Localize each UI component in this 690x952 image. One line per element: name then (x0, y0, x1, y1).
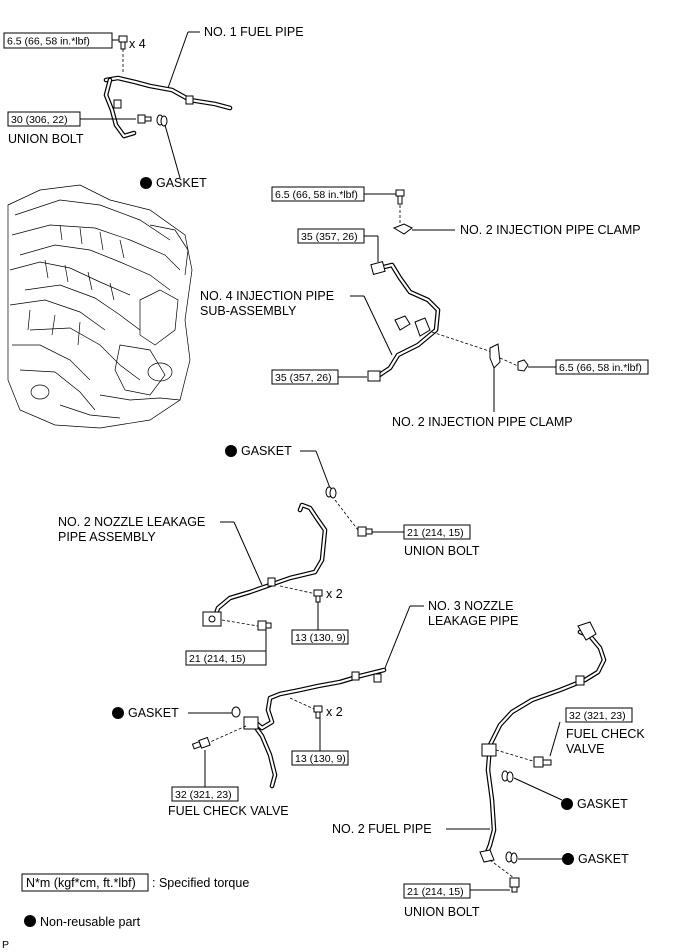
torque-box-13-b (291, 750, 349, 766)
label-no1-fuel-pipe: NO. 1 FUEL PIPE (204, 25, 304, 39)
engine-illustration (7, 184, 193, 429)
label-gasket: GASKET (241, 444, 292, 458)
gasket-icon (231, 706, 241, 718)
label-no2-nozzle-leakage-l2: PIPE ASSEMBLY (58, 530, 156, 544)
label-fuel-check-valve-right-l1: FUEL CHECK (566, 727, 645, 741)
torque-box-21-b (185, 650, 267, 666)
label-union-bolt: UNION BOLT (404, 544, 480, 558)
non-reusable-dot (112, 707, 124, 719)
gasket-icon (156, 114, 168, 127)
bolt-icon (313, 705, 323, 719)
torque-box-21-a (403, 524, 471, 540)
label-no3-nozzle-leakage-l2: LEAKAGE PIPE (428, 614, 518, 628)
non-reusable-dot (24, 915, 36, 927)
fitting-icon (577, 621, 597, 641)
legend-torque-desc: : Specified torque (152, 876, 249, 890)
legend: N*m (kgf*cm, ft.*lbf) : Specified torque… (21, 873, 249, 929)
footer-code: P (2, 939, 9, 951)
label-no2-fuel-pipe: NO. 2 FUEL PIPE (332, 822, 432, 836)
torque-value: 21 (214, 15) (407, 886, 464, 898)
gasket-icon (325, 486, 337, 499)
torque-value: 6.5 (66, 58 in.*lbf) (275, 189, 358, 201)
torque-value: 35 (357, 26) (275, 372, 332, 384)
legend-non-reusable: Non-reusable part (40, 915, 141, 929)
clamp-icon (489, 343, 501, 369)
bolt-icon (395, 189, 405, 205)
torque-value: 21 (214, 15) (189, 653, 246, 665)
label-fuel-check-valve-left: FUEL CHECK VALVE (168, 804, 289, 818)
torque-value: 32 (321, 23) (175, 789, 232, 801)
torque-box-32-a (171, 786, 239, 802)
torque-value: 6.5 (66, 58 in.*lbf) (7, 36, 90, 48)
torque-value: 35 (357, 26) (301, 231, 358, 243)
torque-value: 21 (214, 15) (407, 527, 464, 539)
nut-icon (517, 359, 529, 372)
torque-box-21-c (403, 883, 471, 899)
union-bolt-icon (509, 877, 520, 893)
no2-fuel-pipe-group: 32 (321, 23) FUEL CHECK VALVE GASKET NO.… (332, 621, 645, 919)
torque-value: 30 (306, 22) (11, 114, 68, 126)
check-valve-icon (533, 756, 552, 768)
union-bolt-icon (357, 526, 373, 537)
union-bolt-icon (257, 620, 272, 631)
torque-value: 32 (321, 23) (569, 710, 626, 722)
quantity-x2: x 2 (326, 587, 343, 601)
label-no3-nozzle-leakage-l1: NO. 3 NOZZLE (428, 599, 513, 613)
torque-box-6.5-c (555, 359, 649, 375)
gasket-icon (505, 851, 518, 864)
no1-fuel-pipe-group: 6.5 (66, 58 in.*lbf) x 4 NO. 1 FUEL PIPE… (3, 25, 304, 190)
torque-value: 13 (130, 9) (295, 632, 346, 644)
bolt-icon (118, 35, 128, 50)
torque-box-13-a (291, 629, 349, 645)
label-gasket: GASKET (156, 176, 207, 190)
banjo-fitting-icon (243, 716, 259, 730)
label-union-bolt: UNION BOLT (8, 132, 84, 146)
quantity-x2: x 2 (326, 705, 343, 719)
no2-nozzle-leakage-group: GASKET 21 (214, 15) UNION BOLT NO. 2 NOZ… (58, 444, 480, 666)
clamp-icon (392, 223, 413, 235)
torque-box-32-b (565, 707, 633, 723)
non-reusable-dot (562, 853, 574, 865)
union-bolt-icon (137, 114, 152, 124)
label-gasket: GASKET (128, 706, 179, 720)
no3-nozzle-leakage-group: NO. 3 NOZZLE LEAKAGE PIPE GASKET x 2 13 … (112, 599, 518, 818)
non-reusable-dot (225, 445, 237, 457)
bolt-icon (313, 589, 323, 603)
label-no4-injection-pipe-l1: NO. 4 INJECTION PIPE (200, 289, 334, 303)
legend-torque-box (21, 873, 149, 892)
non-reusable-dot (140, 177, 152, 189)
label-gasket: GASKET (578, 852, 629, 866)
legend-torque-unit: N*m (kgf*cm, ft.*lbf) (26, 876, 136, 890)
label-gasket: GASKET (577, 797, 628, 811)
banjo-fitting-icon (481, 743, 497, 757)
quantity-x4: x 4 (129, 37, 146, 51)
label-union-bolt: UNION BOLT (404, 905, 480, 919)
torque-value: 6.5 (66, 58 in.*lbf) (559, 362, 642, 374)
label-no2-injection-pipe-clamp-bottom: NO. 2 INJECTION PIPE CLAMP (392, 415, 573, 429)
check-valve-icon (191, 736, 211, 750)
gasket-icon (501, 770, 514, 783)
label-no4-injection-pipe-l2: SUB-ASSEMBLY (200, 304, 297, 318)
label-no2-injection-pipe-clamp-top: NO. 2 INJECTION PIPE CLAMP (460, 223, 641, 237)
torque-value: 13 (130, 9) (295, 753, 346, 765)
non-reusable-dot (561, 798, 573, 810)
label-no2-nozzle-leakage-l1: NO. 2 NOZZLE LEAKAGE (58, 515, 205, 529)
label-fuel-check-valve-right-l2: VALVE (566, 742, 604, 756)
no4-injection-pipe-group: 6.5 (66, 58 in.*lbf) NO. 2 INJECTION PIP… (200, 186, 649, 429)
